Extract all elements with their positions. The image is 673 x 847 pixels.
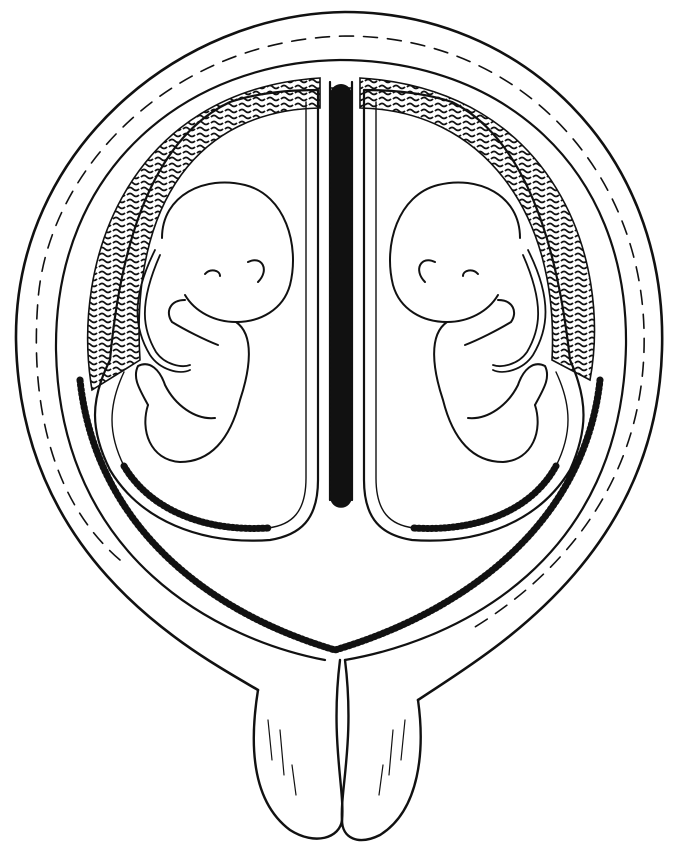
dividing-membrane [330, 82, 352, 500]
cervix-left-lip [254, 660, 343, 839]
fetus-left-eye [205, 270, 220, 276]
fetus-right-eye [463, 270, 478, 276]
umbilical-cord-left [138, 250, 191, 372]
cervix-left-hatching [268, 720, 296, 795]
cervix [254, 660, 421, 840]
placenta-left [88, 78, 320, 390]
fetus-right-body [434, 322, 538, 462]
cervix-right-lip [342, 660, 421, 840]
fetus-left [136, 182, 293, 462]
fetus-left-ear [248, 260, 264, 282]
umbilical-cord-right [493, 250, 546, 372]
fetus-right [390, 182, 547, 462]
fetus-right-ear [419, 260, 435, 282]
fetus-left-body [145, 322, 249, 462]
cervix-right-hatching [379, 720, 405, 795]
